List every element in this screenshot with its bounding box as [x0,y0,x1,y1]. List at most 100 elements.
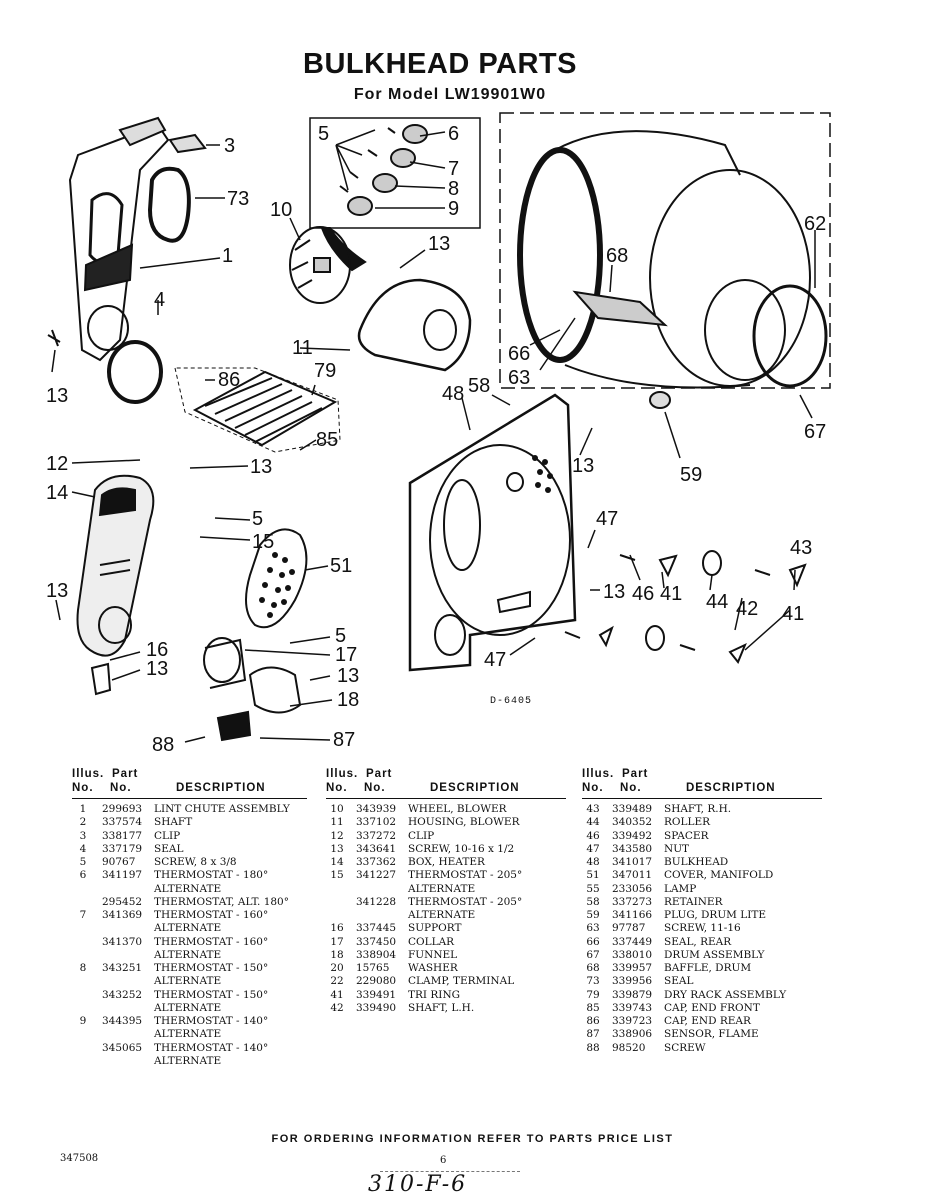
illus-number-cell: 13 [330,842,344,855]
part-number-cell: 97787 [612,922,646,935]
exploded-parts-diagram: 3 73 1 4 13 86 79 85 12 13 14 5 15 51 13… [46,112,831,756]
callout-12: 12 [46,453,68,475]
callout-66: 66 [508,343,530,365]
illus-number-cell: 22 [330,975,344,988]
part-number-cell: 340352 [612,816,653,829]
part-number-cell: 338010 [612,948,653,961]
description-cell: CAP, END FRONT [664,1001,760,1014]
description-cell: WASHER [408,962,458,974]
callout-13-d: 13 [146,658,168,680]
callout-86: 86 [218,369,240,391]
callout-47-b: 47 [484,649,506,671]
illus-number-cell: 88 [586,1041,600,1054]
description-cell: CLIP [154,829,181,842]
illus-number-cell: 68 [586,962,600,974]
page-number: 6 [440,1155,447,1166]
header-no: No. [582,782,604,794]
part-number-cell: 295452 [102,895,143,908]
thermostat-inset-box [309,117,481,229]
illus-number-cell: 59 [586,909,600,921]
description-cell: ALTERNATE [408,882,476,895]
flame-sensor-part [216,710,252,742]
illus-number-cell: 41 [330,988,344,1001]
description-cell: RETAINER [664,895,723,908]
illus-number-cell: 87 [586,1028,600,1041]
table-row: ALTERNATE [326,909,566,922]
illus-number-cell: 20 [330,962,344,974]
header-description: DESCRIPTION [176,782,266,794]
illus-number-cell: 17 [330,935,344,948]
table-row: ALTERNATE [72,975,307,988]
part-number-cell: 339489 [612,803,653,815]
illus-number-cell: 79 [586,988,600,1001]
illus-number-cell: 1 [79,803,87,815]
callout-5-b: 5 [335,625,346,647]
illus-number-cell: 9 [79,1015,87,1027]
header-description: DESCRIPTION [686,782,776,794]
model-subtitle: For Model LW19901W0 [353,86,547,103]
description-cell: ALTERNATE [154,1054,222,1067]
part-number-cell: 337450 [356,935,397,948]
callout-85: 85 [316,429,338,451]
part-number-cell: 341227 [356,869,397,882]
seal-4-part [107,340,163,404]
description-cell: SEAL [154,842,184,855]
description-cell: CAP, END REAR [664,1015,751,1027]
part-number-cell: 339743 [612,1001,653,1014]
illus-number-cell: 18 [330,948,344,961]
header-no: No. [326,782,348,794]
drawing-code: D-6405 [490,696,533,707]
header-part-no: No. [364,782,386,794]
callout-41-b: 41 [782,603,804,625]
callout-59: 59 [680,464,702,486]
part-number-cell: 341370 [102,935,143,948]
callout-17: 17 [335,644,357,666]
table-row: ALTERNATE [326,883,566,896]
description-cell: LAMP [664,882,697,895]
illus-number-cell: 47 [586,842,600,855]
description-cell: WHEEL, BLOWER [408,803,507,815]
header-part: Part [112,768,139,780]
table-row: ALTERNATE [72,949,307,962]
description-cell: SHAFT, L.H. [408,1001,475,1014]
header-part-no: No. [110,782,132,794]
description-cell: TRI RING [408,988,461,1001]
description-cell: NUT [664,842,690,855]
part-number-cell: 341166 [612,909,653,921]
part-number-cell: 337574 [102,816,143,829]
description-cell: SCREW, 8 x 3/8 [154,856,237,868]
part-number-cell: 341228 [356,895,397,908]
part-number-cell: 341197 [102,869,143,882]
illus-number-cell: 85 [586,1001,600,1014]
part-number-cell: 338906 [612,1028,653,1041]
header-illus: Illus. [326,768,359,780]
callout-13-b: 13 [250,456,272,478]
blower-wheel-part [289,226,351,304]
callout-13-g: 13 [572,455,594,477]
description-cell: THERMOSTAT - 140° [154,1015,269,1027]
table-row: ALTERNATE [72,883,307,896]
callout-87: 87 [333,729,355,751]
page-title: BULKHEAD PARTS [303,48,577,80]
part-number-cell: 339957 [612,962,653,974]
illus-number-cell: 12 [330,829,344,842]
